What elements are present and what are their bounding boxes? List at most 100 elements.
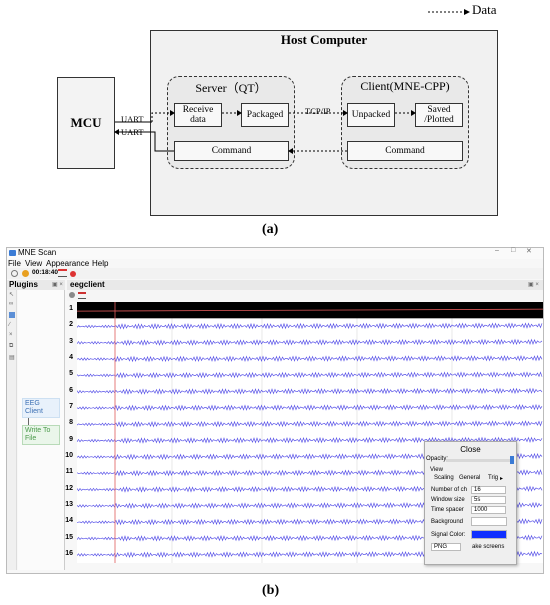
record-icon[interactable]: [70, 271, 76, 277]
timer-display: 00:18:40: [32, 269, 59, 276]
client-command-box: Command: [347, 141, 463, 161]
legend-dotted-arrow: [428, 9, 470, 15]
mcu-box: MCU: [57, 77, 115, 169]
channel-2-trace: [76, 322, 543, 330]
opacity-slider-handle[interactable]: [510, 456, 514, 464]
channel-label-15: 15: [65, 533, 73, 541]
viewer-toolbar: [67, 290, 543, 301]
screenshot-format-select[interactable]: PNG: [431, 543, 461, 551]
window-size-spinbox[interactable]: 5s: [471, 496, 506, 504]
channel-5-trace: [76, 371, 543, 379]
time-spacer-select[interactable]: 1000: [471, 506, 506, 514]
shortcut-icon[interactable]: [58, 269, 67, 277]
pointer-icon[interactable]: ↖: [9, 292, 15, 298]
channel-label-14: 14: [65, 517, 73, 525]
channel-7-trace: [76, 403, 543, 412]
saved-plotted-box: Saved /Plotted: [415, 103, 463, 127]
uart-top-label: UART: [121, 114, 144, 124]
channel-label-16: 16: [65, 549, 73, 557]
channel-label-1: 1: [69, 305, 73, 313]
channel-label-13: 13: [65, 500, 73, 508]
diagram-connectors: [114, 110, 416, 154]
legend: [428, 0, 538, 20]
channel-1-trace: [76, 308, 544, 312]
take-screenshot-button[interactable]: ake screens: [472, 544, 505, 550]
num-channels-spinbox[interactable]: 16: [471, 486, 506, 494]
toolbar: [7, 268, 543, 279]
copy-icon[interactable]: ⧉: [9, 343, 14, 349]
channel-label-3: 3: [69, 337, 73, 345]
plugins-header: Plugins: [9, 280, 38, 289]
channel-label-8: 8: [69, 419, 73, 427]
select-icon[interactable]: [9, 312, 15, 318]
channel-label-11: 11: [65, 468, 73, 476]
stop-icon[interactable]: [22, 270, 29, 277]
plugin-node-eeg-client[interactable]: EEG Client: [22, 398, 60, 419]
delete-icon[interactable]: ×: [9, 332, 13, 338]
tab-scaling[interactable]: Scaling: [434, 475, 454, 481]
menu-view[interactable]: View: [25, 259, 43, 268]
background-color-button[interactable]: [471, 517, 507, 526]
signal-color-label: Signal Color:: [431, 532, 466, 538]
channel-4-trace: [76, 354, 543, 363]
plugins-dock-icons[interactable]: ▣ ×: [52, 282, 63, 288]
menu-help[interactable]: Help: [92, 259, 109, 268]
channel-6-trace: [76, 387, 543, 395]
caption-a: (a): [262, 222, 279, 237]
plugin-connection: [28, 418, 29, 425]
opacity-label: Opacity:: [426, 456, 449, 462]
channel-label-12: 12: [65, 484, 73, 492]
time-spacer-label: Time spacer: [431, 507, 464, 513]
plugins-header-bar: [7, 280, 65, 290]
channel-label-10: 10: [65, 451, 73, 459]
dialog-close-button[interactable]: Close: [460, 445, 481, 454]
tab-trig[interactable]: Trig: [488, 475, 499, 481]
background-label: Background: [431, 519, 464, 525]
view-group-label: View: [430, 467, 443, 473]
channel-8-trace: [76, 420, 543, 428]
legend-label: Data: [472, 2, 497, 17]
receive-data-box: Receive data: [174, 103, 222, 127]
play-icon[interactable]: [11, 270, 18, 277]
channel-label-4: 4: [69, 354, 73, 362]
menu-appearance[interactable]: Appearance: [46, 259, 90, 268]
connect-icon[interactable]: ∕: [9, 322, 11, 328]
tab-general[interactable]: General: [459, 475, 481, 481]
server-title: Server（QT）: [195, 81, 267, 95]
num-channels-label: Number of ch: [431, 487, 468, 493]
packaged-box: Packaged: [241, 103, 289, 127]
link-icon[interactable]: ∞: [9, 301, 14, 307]
opacity-slider[interactable]: [446, 459, 512, 462]
title-bar: [7, 248, 543, 259]
panel-dock-icons[interactable]: ▣ ×: [528, 282, 539, 288]
signal-color-button[interactable]: [471, 530, 507, 539]
window-size-label: Window size: [431, 497, 465, 503]
app-icon: [9, 250, 16, 256]
channel-label-2: 2: [69, 321, 73, 329]
window-title: MNE Scan: [18, 248, 57, 257]
maximize-icon[interactable]: □: [511, 247, 516, 254]
plugin-tool-icons: [7, 290, 17, 570]
viewer-settings-icon[interactable]: [69, 292, 75, 298]
close-window-icon[interactable]: ✕: [526, 248, 532, 255]
channel-label-7: 7: [69, 403, 73, 411]
minimize-icon[interactable]: –: [495, 247, 499, 254]
client-title: Client(MNE-CPP): [360, 79, 450, 93]
uart-bottom-label: UART: [121, 127, 144, 137]
channel-label-5: 5: [69, 370, 73, 378]
caption-b: (b): [262, 583, 280, 598]
plugin-node-write-to-file[interactable]: Write To File: [22, 425, 60, 446]
layers-icon[interactable]: ▤: [9, 355, 15, 361]
tcpip-label: TCP/IP: [305, 106, 331, 116]
channel-label-6: 6: [69, 386, 73, 394]
panel-header-bar: [67, 280, 543, 290]
tab-scroll-icon[interactable]: ▸: [500, 476, 504, 482]
host-computer-title: Host Computer: [280, 32, 368, 47]
mcu-label: MCU: [70, 115, 102, 130]
channel-3-trace: [76, 338, 543, 346]
menu-file[interactable]: File: [8, 259, 21, 268]
unpacked-box: Unpacked: [347, 103, 395, 127]
panel-header: eegclient: [70, 280, 105, 289]
viewer-bad-channels-icon[interactable]: [78, 292, 86, 299]
